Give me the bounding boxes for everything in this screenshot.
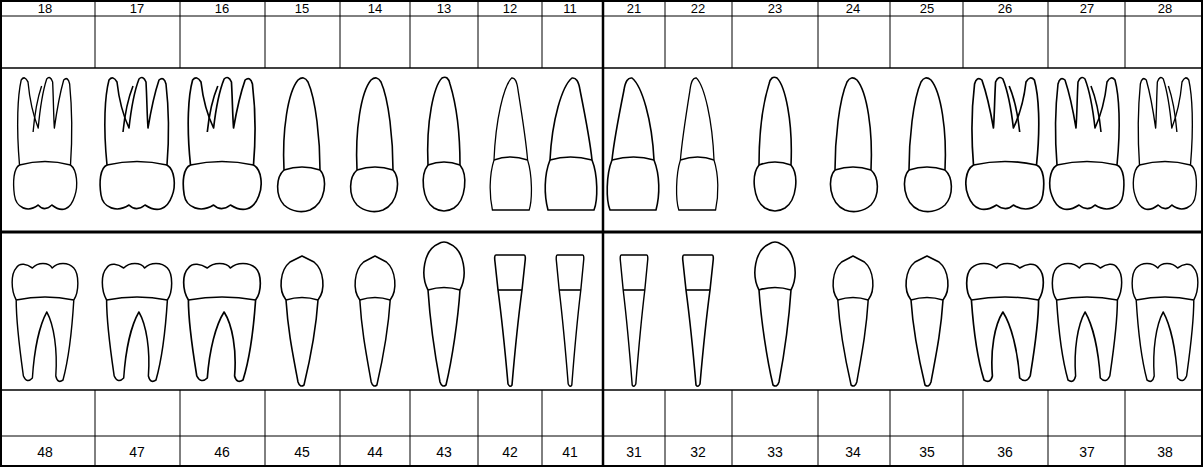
tooth-number: 12 (480, 1, 540, 16)
tooth-number: 36 (975, 438, 1035, 466)
tooth-number: 13 (414, 1, 474, 16)
tooth-number: 14 (345, 1, 405, 16)
tooth-number: 26 (975, 1, 1035, 16)
tooth-number: 31 (604, 438, 664, 466)
tooth-number: 41 (540, 438, 600, 466)
tooth-number: 17 (107, 1, 167, 16)
tooth-number: 35 (897, 438, 957, 466)
tooth-number: 11 (540, 1, 600, 16)
tooth-number: 28 (1135, 1, 1195, 16)
tooth-number: 47 (107, 438, 167, 466)
tooth-number: 33 (745, 438, 805, 466)
tooth-number: 46 (192, 438, 252, 466)
tooth-number: 16 (192, 1, 252, 16)
tooth-number: 37 (1057, 438, 1117, 466)
tooth-number: 25 (897, 1, 957, 16)
tooth-number: 42 (480, 438, 540, 466)
tooth-number: 18 (15, 1, 75, 16)
tooth-number: 44 (345, 438, 405, 466)
tooth-number: 34 (823, 438, 883, 466)
tooth-number: 32 (668, 438, 728, 466)
tooth-number: 23 (745, 1, 805, 16)
tooth-number: 48 (15, 438, 75, 466)
tooth-number: 38 (1135, 438, 1195, 466)
tooth-number: 21 (604, 1, 664, 16)
tooth-number: 43 (414, 438, 474, 466)
tooth-number: 45 (272, 438, 332, 466)
tooth-number: 27 (1057, 1, 1117, 16)
tooth-number: 24 (823, 1, 883, 16)
tooth-number: 15 (272, 1, 332, 16)
tooth-number: 22 (668, 1, 728, 16)
